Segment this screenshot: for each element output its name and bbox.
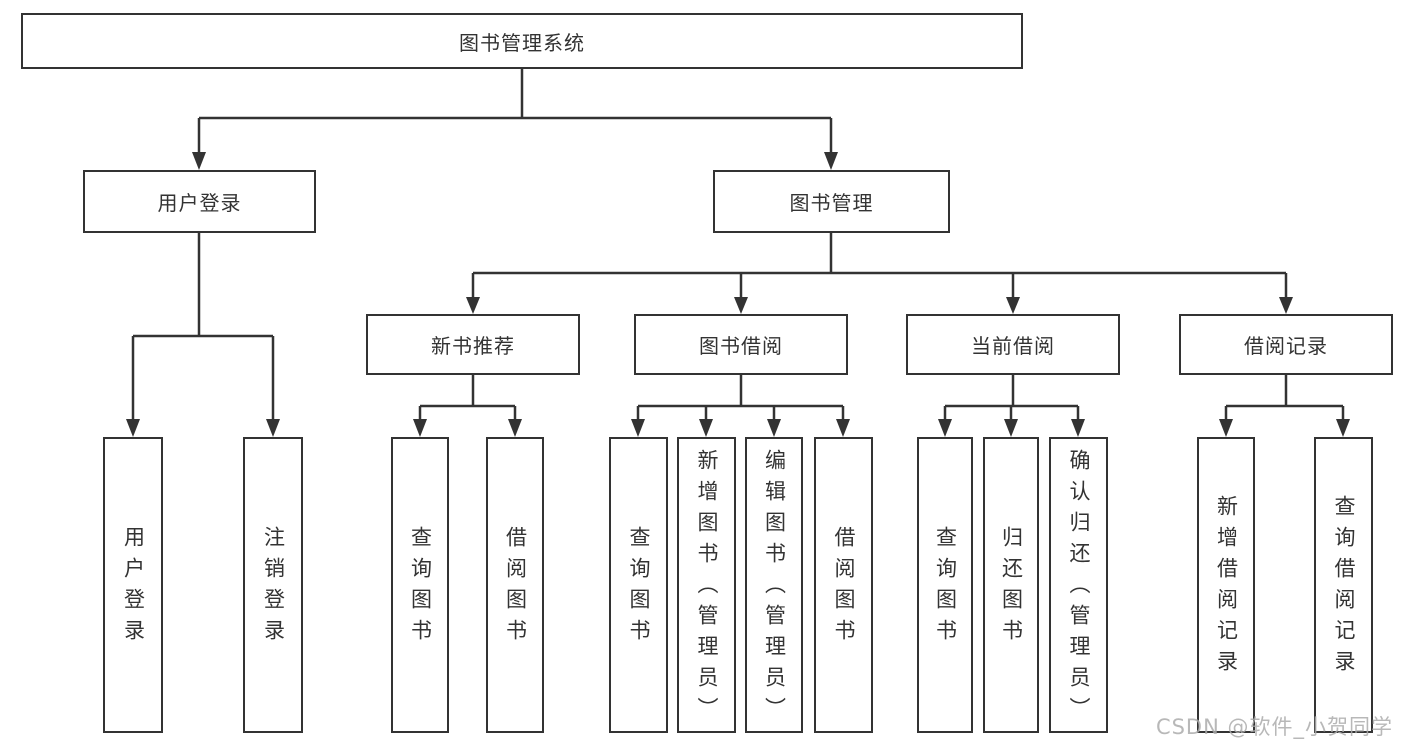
leaf-add-borrow-record: 新增借阅记录: [1197, 437, 1255, 733]
node-current-borrowing: 当前借阅: [906, 314, 1120, 375]
node-borrowing-records: 借阅记录: [1179, 314, 1393, 375]
leaf-edit-book-admin: 编辑图书（管理员）: [745, 437, 803, 733]
leaf-query-borrow-record: 查询借阅记录: [1314, 437, 1373, 733]
leaf-logout: 注销登录: [243, 437, 303, 733]
leaf-return-books: 归还图书: [983, 437, 1039, 733]
node-book-borrowing: 图书借阅: [634, 314, 848, 375]
leaf-query-books-recommend: 查询图书: [391, 437, 449, 733]
node-user-login: 用户登录: [83, 170, 316, 233]
node-book-management: 图书管理: [713, 170, 950, 233]
leaf-borrow-books-recommend: 借阅图书: [486, 437, 544, 733]
leaf-query-books-borrowing: 查询图书: [609, 437, 668, 733]
leaf-add-book-admin: 新增图书（管理员）: [677, 437, 736, 733]
node-root: 图书管理系统: [21, 13, 1023, 69]
node-new-book-recommendation: 新书推荐: [366, 314, 580, 375]
leaf-query-books-current: 查询图书: [917, 437, 973, 733]
leaf-user-login: 用户登录: [103, 437, 163, 733]
leaf-borrow-books-borrowing: 借阅图书: [814, 437, 873, 733]
csdn-watermark: CSDN @软件_小贺同学: [1155, 715, 1393, 739]
leaf-confirm-return-admin: 确认归还（管理员）: [1049, 437, 1108, 733]
